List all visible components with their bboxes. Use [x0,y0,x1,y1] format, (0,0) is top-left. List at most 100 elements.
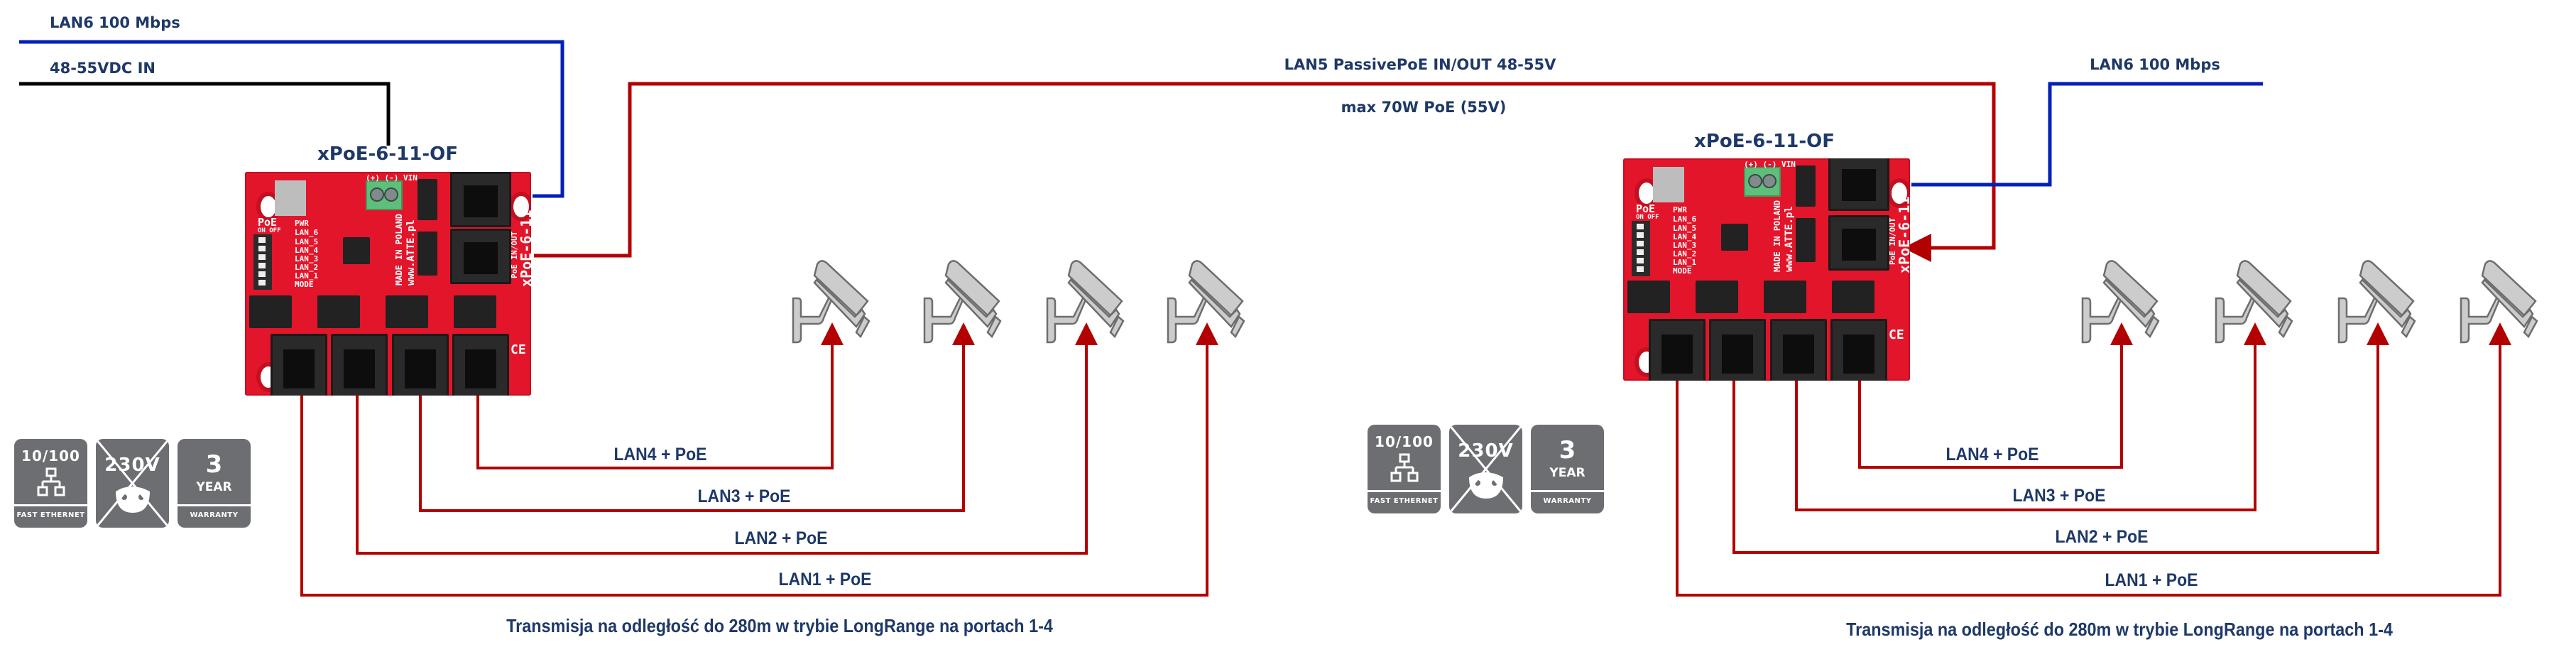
power-terminal [366,180,403,210]
onoff-silkscreen: ON OFF [258,227,281,234]
lan6-wire-right [1911,82,2263,187]
port-link-label: LAN2 + PoE [2055,527,2149,547]
port-silkscreen: LAN_2 [295,263,319,272]
port-link-label: LAN1 + PoE [778,570,872,589]
dip-switch [1632,221,1650,276]
rj45-lan1-port [1649,319,1705,381]
mounting-hole [509,192,531,222]
badge-bottom-text: WARRANTY [190,511,239,519]
badge-mid-text: YEAR [196,480,232,494]
port-silkscreen: MODE [1673,266,1692,276]
badge-big-text: 3 [205,450,223,479]
port-silkscreen: LAN_6 [295,228,319,237]
feature-badges: 10/100 FAST ETHERNET 230V 3 YEAR WAR [1368,425,1604,513]
port-link-label: LAN4 + PoE [1945,445,2039,464]
power-wire [19,82,391,146]
made-in-silkscreen: MADE IN POLAND [394,213,404,285]
rj45-lan1-port [271,334,327,396]
power-terminal [1744,167,1781,197]
port-silkscreen: LAN_3 [1673,241,1697,250]
max-power-label: max 70W PoE (55V) [1341,99,1507,116]
feature-badges: 10/100 FAST ETHERNET 230V 3 YEAR WAR [14,439,251,528]
port-silkscreen: LAN_1 [295,271,319,281]
url-silkscreen: www.ATTE.pl [405,219,417,285]
no-230v-badge: 230V [96,439,169,528]
model-silkscreen: xPoE-6-11 [518,210,531,287]
rj45-lan6-port [450,172,511,227]
port-link-label: LAN3 + PoE [697,486,791,506]
mounting-hole [1887,178,1910,208]
qr-code [275,180,306,216]
lan6-left-label: LAN6 100 Mbps [50,14,180,31]
camera-icon [792,260,871,344]
device-title: xPoE-6-11-OF [1694,131,1835,152]
badge-bottom-text: FAST ETHERNET [16,511,85,519]
fast-ethernet-badge: 10/100 FAST ETHERNET [1368,425,1441,513]
poe-silkscreen: PoE [1636,202,1656,215]
camera-icon [923,260,1002,344]
dip-switch [253,234,272,290]
no-230v-plug-icon [1449,425,1522,513]
onoff-silkscreen: ON OFF [1636,214,1659,221]
rj45-lan4-port [452,334,509,396]
rj45-lan3-port [1770,319,1827,381]
controller-chip [343,237,370,264]
model-silkscreen: xPoE-6-11 [1896,196,1910,273]
camera-icon [1046,260,1125,344]
url-silkscreen: www.ATTE.pl [1784,206,1795,272]
port-link-label: LAN1 + PoE [2105,570,2198,590]
camera-icon [2337,260,2416,344]
port-silkscreen: LAN_1 [1673,258,1697,267]
power-in-label: 48-55VDC IN [50,60,155,77]
controller-chip [1721,224,1748,251]
port-link-lan1-d2 [1676,322,2511,597]
badge-top-text: 230V [104,455,160,476]
ce-mark: CE [1889,327,1904,342]
port-silkscreen: LAN_2 [1673,249,1697,259]
poe-switch-board: (+) (-) VIN PoE ON OFF PWR LAN_6 LAN_5 L… [1623,158,1910,381]
lan5-poe-wire [534,82,1996,262]
lan6-right-label: LAN6 100 Mbps [2090,56,2220,73]
rj45-lan3-port [392,334,449,396]
port-link-label: LAN3 + PoE [2012,486,2106,506]
camera-icon [2460,260,2538,344]
port-silkscreen: LAN_5 [1673,224,1697,233]
port-link-label: LAN2 + PoE [734,528,828,548]
camera-icon [1167,260,1245,344]
pwr-silkscreen: PWR [295,219,309,228]
warranty-badge: 3 YEAR WARRANTY [1531,425,1604,513]
poe-switch-board: (+) (-) VIN PoE ON OFF PWR LAN_6 LAN_5 L… [245,172,531,396]
camera-icon [2215,260,2293,344]
ce-mark: CE [511,342,526,357]
fast-ethernet-badge: 10/100 FAST ETHERNET [14,439,87,528]
port-silkscreen: MODE [295,280,314,289]
rj45-lan2-port [331,334,388,396]
port-silkscreen: LAN_3 [295,254,319,263]
camera-icon [2081,260,2160,344]
badge-big-text: 3 [1559,436,1576,464]
badge-top-text: 230V [1458,440,1514,462]
port-link-label: LAN4 + PoE [613,445,707,464]
badge-bottom-text: FAST ETHERNET [1370,497,1439,505]
rj45-lan2-port [1709,319,1766,381]
range-note: Transmisja na odległość do 280m w trybie… [506,615,1053,636]
port-link-lan3-d1 [419,322,975,512]
terminal-silkscreen: (+) (-) VIN [1744,160,1796,169]
network-icon [37,467,65,496]
poe-silkscreen: PoE [258,216,278,229]
lan5-label: LAN5 PassivePoE IN/OUT 48-55V [1284,56,1556,73]
made-in-silkscreen: MADE IN POLAND [1772,200,1782,272]
port-link-lan2-d2 [1732,322,2389,554]
no-230v-badge: 230V [1449,425,1522,513]
badge-mid-text: YEAR [1549,466,1586,480]
lan6-wire-left [19,40,564,198]
port-link-lan4-d2 [1858,322,2133,469]
network-icon [1390,453,1419,482]
range-note: Transmisja na odległość do 280m w trybie… [1846,619,2393,640]
port-link-lan3-d2 [1795,322,2266,511]
badge-top-text: 10/100 [1375,433,1434,450]
rj45-lan5-port [450,229,511,284]
port-silkscreen: LAN_5 [295,237,319,246]
